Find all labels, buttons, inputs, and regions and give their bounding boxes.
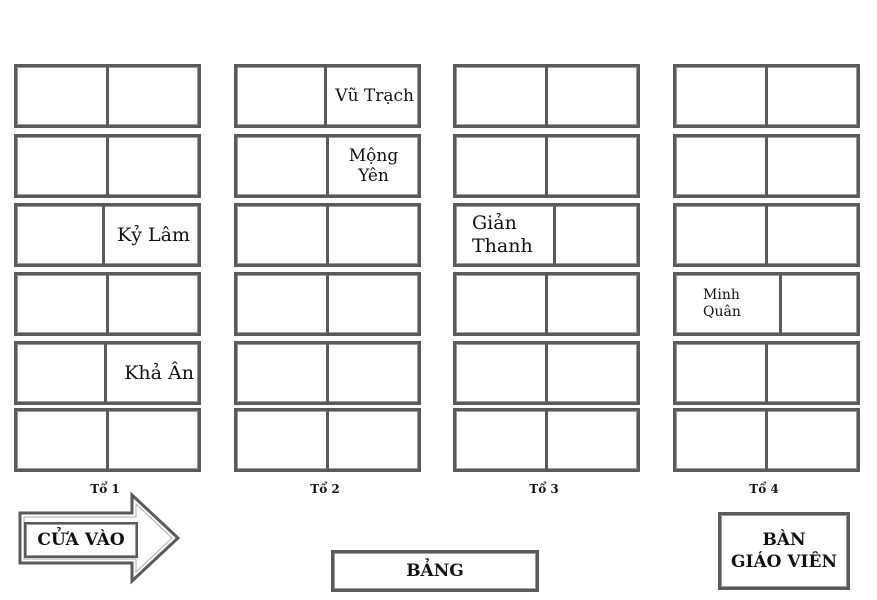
seat-right	[545, 67, 637, 125]
student-name: Giản Thanh	[472, 212, 533, 257]
seat-right	[778, 275, 858, 333]
student-name: Kỷ Lâm	[117, 223, 190, 246]
desk-1-2	[14, 134, 201, 198]
seat-right	[326, 206, 418, 264]
seat-left	[237, 275, 326, 333]
desk-2-5	[234, 341, 421, 405]
door-label: CỬA VÀO	[24, 522, 138, 558]
seat-left	[237, 411, 326, 469]
desk-1-4	[14, 272, 201, 336]
seat-right: Mộng Yên	[326, 137, 418, 195]
seat-left	[17, 67, 106, 125]
seat-right	[106, 67, 198, 125]
desk-3-2	[453, 134, 640, 198]
desk-3-5	[453, 341, 640, 405]
teacher-desk: BÀN GIÁO VIÊN	[718, 512, 850, 590]
seat-left	[17, 137, 106, 195]
student-name: Vũ Trạch	[335, 85, 414, 106]
seat-right: Kỷ Lâm	[102, 206, 198, 264]
seat-right	[545, 137, 637, 195]
student-name: Minh Quân	[703, 287, 741, 320]
seat-right	[553, 206, 637, 264]
seat-right	[765, 344, 857, 402]
desk-2-2: Mộng Yên	[234, 134, 421, 198]
seat-right	[106, 411, 198, 469]
group-label-3: Tổ 3	[529, 482, 559, 496]
desk-2-3	[234, 203, 421, 267]
desk-3-4	[453, 272, 640, 336]
seat-left	[17, 411, 106, 469]
seat-left	[237, 206, 326, 264]
desk-3-6	[453, 408, 640, 472]
seat-left: Giản Thanh	[456, 206, 553, 264]
desk-4-2	[673, 134, 860, 198]
desk-1-1	[14, 64, 201, 128]
seat-left	[676, 206, 765, 264]
seat-left	[237, 344, 326, 402]
seat-left	[676, 344, 765, 402]
seat-left	[17, 275, 106, 333]
seat-right	[326, 411, 418, 469]
group-label-1: Tổ 1	[90, 482, 120, 496]
desk-4-1	[673, 64, 860, 128]
seat-right: Vũ Trạch	[324, 67, 418, 125]
desk-3-1	[453, 64, 640, 128]
desk-1-6	[14, 408, 201, 472]
group-label-2: Tổ 2	[310, 482, 340, 496]
seat-left	[456, 411, 545, 469]
seat-left	[17, 344, 104, 402]
desk-4-4: Minh Quân	[673, 272, 860, 336]
seat-right	[326, 344, 418, 402]
board: BẢNG	[331, 550, 539, 592]
group-label-4: Tổ 4	[749, 482, 779, 496]
desk-2-4	[234, 272, 421, 336]
student-name: Mộng Yên	[348, 145, 399, 186]
seat-right	[106, 275, 198, 333]
seat-right: Khả Ân	[104, 344, 198, 402]
seat-left	[237, 137, 326, 195]
seat-left	[456, 137, 545, 195]
desk-4-5	[673, 341, 860, 405]
desk-1-3: Kỷ Lâm	[14, 203, 201, 267]
seat-left	[17, 206, 102, 264]
seat-left	[676, 411, 765, 469]
desk-1-5: Khả Ân	[14, 341, 201, 405]
seat-right	[765, 411, 857, 469]
seat-left	[676, 137, 765, 195]
desk-4-3	[673, 203, 860, 267]
seat-left	[456, 275, 545, 333]
desk-3-3: Giản Thanh	[453, 203, 640, 267]
seat-right	[765, 67, 857, 125]
seat-right	[545, 275, 637, 333]
seat-right	[765, 137, 857, 195]
seat-right	[106, 137, 198, 195]
seat-left	[676, 67, 765, 125]
desk-2-1: Vũ Trạch	[234, 64, 421, 128]
student-name: Khả Ân	[124, 361, 194, 384]
seat-left	[456, 67, 545, 125]
seat-left	[456, 344, 545, 402]
seat-right	[545, 344, 637, 402]
seat-right	[545, 411, 637, 469]
seat-left: Minh Quân	[676, 275, 779, 333]
seat-right	[765, 206, 857, 264]
seat-right	[326, 275, 418, 333]
desk-2-6	[234, 408, 421, 472]
seat-left	[237, 67, 324, 125]
desk-4-6	[673, 408, 860, 472]
